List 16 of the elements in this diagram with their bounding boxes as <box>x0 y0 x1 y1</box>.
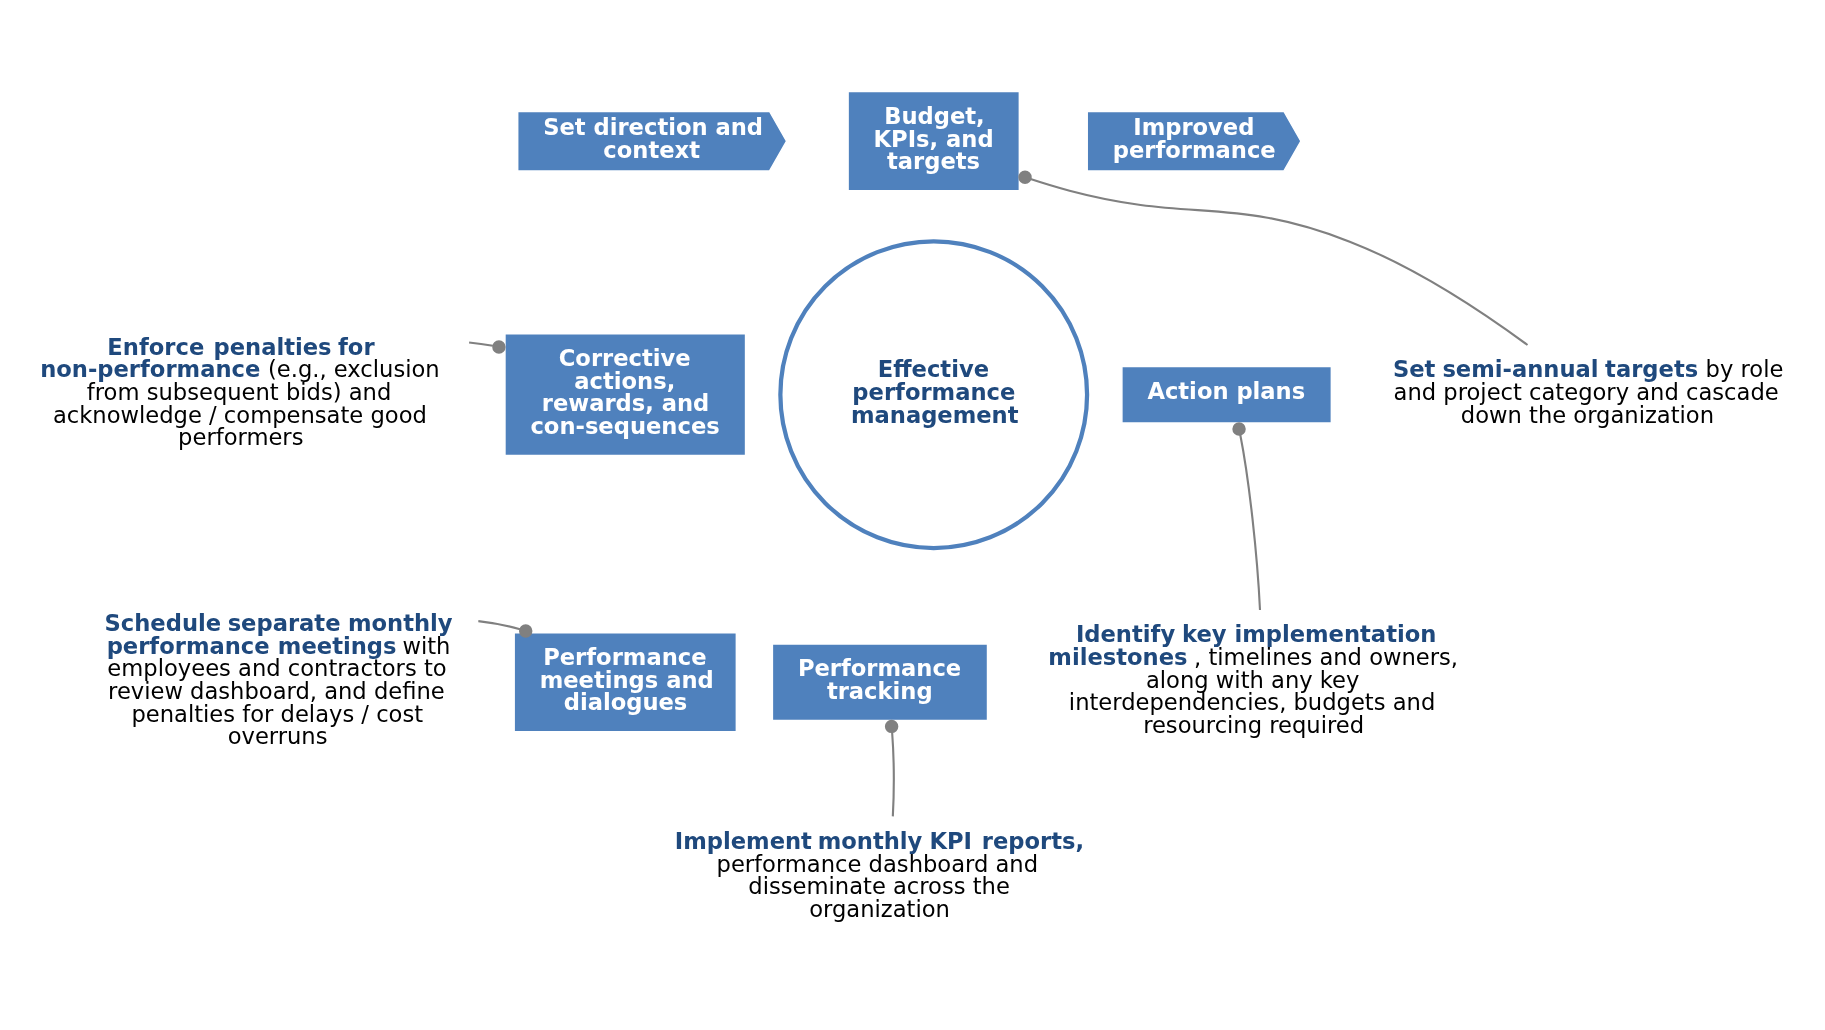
node-text: Schedule separate monthly performance meetings with employees and contractors to review dashboard, and define penalties for delays / cost overruns <box>104 610 453 750</box>
node-box: Action plans <box>1121 365 1333 424</box>
connector <box>884 719 899 817</box>
connector <box>469 340 506 354</box>
node-circle: Effective performance management <box>778 239 1090 551</box>
node-box: Performance meetings and dialogues <box>513 632 738 733</box>
node-text: Set semi-annual targets by role and project category and cascade down the organization <box>1392 356 1784 428</box>
connector <box>478 620 533 638</box>
connector <box>1232 422 1262 611</box>
node-text: Identify key implementation milestones, timelines and owners, along with any key interdependencies, budgets and resourcing required <box>1048 621 1459 738</box>
node-box: Performance tracking <box>771 643 989 722</box>
node-box: Corrective actions, rewards, and con-sequences <box>504 333 747 457</box>
node-box: Budget, KPIs, and targets <box>847 90 1021 192</box>
node-text: Enforce penalties for non-performance (e.g., exclusion from subsequent bids) and acknowledge / compensate good performers <box>40 333 440 451</box>
connector <box>1018 170 1529 346</box>
node-text: Implement monthly KPI reports, performance dashboard and disseminate across the organization <box>674 827 1085 922</box>
